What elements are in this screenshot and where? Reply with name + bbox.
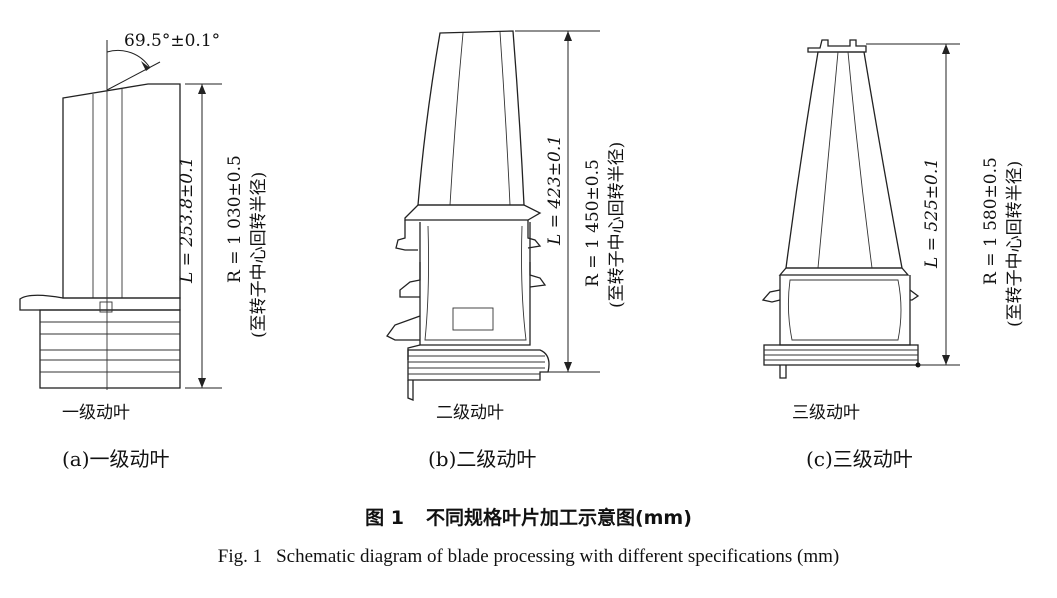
panel-a-length-label: L = 253.8±0.1: [177, 157, 197, 284]
panel-c-radius-note: (至转子中心回转半径): [1005, 161, 1025, 327]
panel-c-length-label: L = 525±0.1: [922, 158, 942, 269]
panel-b-radius-note: (至转子中心回转半径): [607, 142, 627, 308]
panel-a-inner-label: 一级动叶: [62, 403, 130, 423]
panel-a-angle-label: 69.5°±0.1°: [124, 31, 220, 51]
panel-a-blade-drawing: [19, 40, 181, 390]
panel-c-radius-label: R = 1 580±0.5: [981, 157, 1001, 285]
figure-title-en: Schematic diagram of blade processing wi…: [276, 546, 840, 567]
panel-a-radius-note: (至转子中心回转半径): [249, 172, 269, 338]
figure-title-cn: 不同规格叶片加工示意图(mm): [425, 507, 692, 529]
panel-c-blade-drawing: [761, 39, 921, 379]
panel-c-radius-dimension-line: [866, 43, 960, 366]
panel-a-radius-label: R = 1 030±0.5: [225, 155, 245, 283]
figure-number-cn: 图 1: [365, 507, 404, 529]
panel-b-caption: (b)二级动叶: [428, 447, 536, 471]
panel-b-length-label: L = 423±0.1: [545, 135, 565, 246]
panel-b-radius-dimension-line: [515, 30, 600, 373]
panel-a-radius-dimension-line: [185, 83, 222, 389]
panel-b-blade-drawing: [386, 30, 550, 401]
figure-number-en: Fig. 1: [217, 546, 263, 567]
panel-b-radius-label: R = 1 450±0.5: [583, 159, 603, 287]
panel-b-inner-label: 二级动叶: [436, 403, 504, 423]
panel-a-caption: (a)一级动叶: [62, 447, 170, 471]
panel-a-angle-dimension: [106, 40, 161, 91]
panel-c-caption: (c)三级动叶: [806, 447, 913, 471]
panel-c-inner-label: 三级动叶: [792, 403, 860, 423]
figure-caption-cn: 图 1 不同规格叶片加工示意图(mm): [0, 503, 1057, 530]
figure-caption-en: Fig. 1 Schematic diagram of blade process…: [0, 546, 1057, 568]
